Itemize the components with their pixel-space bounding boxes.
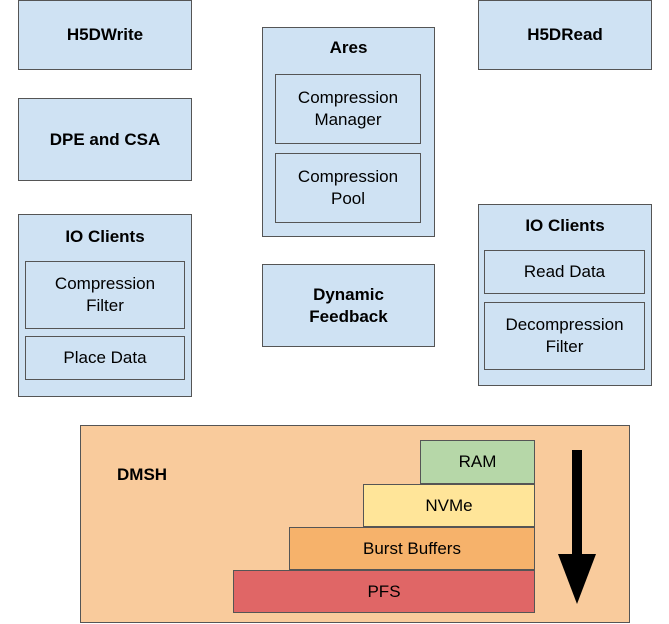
tier-pfs-label: PFS xyxy=(367,581,401,601)
write-io-clients-box: IO Clients Compression Filter Place Data xyxy=(18,214,192,397)
ares-title: Ares xyxy=(329,38,368,57)
dpe-csa-label: DPE and CSA xyxy=(49,129,161,149)
h5dread-box: H5DRead xyxy=(478,0,652,70)
ares-box: Ares Compression Manager Compression Poo… xyxy=(262,27,435,237)
dmsh-label: DMSH xyxy=(117,465,168,484)
decompression-filter-box: Decompression Filter xyxy=(484,302,645,370)
read-io-clients-box: IO Clients Read Data Decompression Filte… xyxy=(478,204,652,386)
read-io-clients-title: IO Clients xyxy=(525,216,605,235)
dpe-csa-box: DPE and CSA xyxy=(18,98,192,181)
tier-nvme: NVMe xyxy=(363,484,535,527)
decompression-filter-label: Decompression Filter xyxy=(505,315,624,356)
read-data-box: Read Data xyxy=(484,250,645,294)
dmsh-box: DMSH RAM NVMe Burst Buffers PFS xyxy=(80,425,630,623)
read-data-label: Read Data xyxy=(523,262,606,281)
place-data-label: Place Data xyxy=(63,348,147,367)
h5dwrite-label: H5DWrite xyxy=(66,25,144,44)
compression-pool-label: Compression Pool xyxy=(297,167,399,208)
compression-pool-box: Compression Pool xyxy=(275,153,421,223)
tier-ram-label: RAM xyxy=(458,452,497,471)
compression-filter-box: Compression Filter xyxy=(25,261,185,329)
tier-pfs: PFS xyxy=(233,570,535,613)
down-arrow-icon xyxy=(558,450,596,604)
tier-burst-buffers: Burst Buffers xyxy=(289,527,535,570)
h5dread-label: H5DRead xyxy=(527,25,603,44)
compression-filter-label: Compression Filter xyxy=(54,274,156,315)
dynamic-feedback-label: Dynamic Feedback xyxy=(309,284,388,326)
place-data-box: Place Data xyxy=(25,336,185,380)
compression-manager-label: Compression Manager xyxy=(297,88,399,129)
dynamic-feedback-box: Dynamic Feedback xyxy=(262,264,435,347)
compression-manager-box: Compression Manager xyxy=(275,74,421,144)
tier-nvme-label: NVMe xyxy=(425,495,473,515)
h5dwrite-box: H5DWrite xyxy=(18,0,192,70)
tier-burst-buffers-label: Burst Buffers xyxy=(363,538,461,558)
tier-ram: RAM xyxy=(420,440,535,484)
write-io-clients-title: IO Clients xyxy=(65,227,145,246)
